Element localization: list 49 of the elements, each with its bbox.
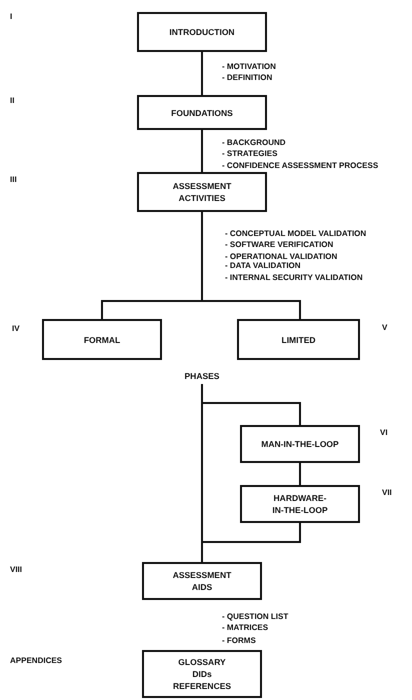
connector-line <box>201 130 203 172</box>
process-box <box>142 562 262 600</box>
box-label: ASSESSMENT ACTIVITIES <box>172 180 232 204</box>
topic-bullet: - INTERNAL SECURITY VALIDATION <box>225 273 363 283</box>
topic-bullet: - FORMS <box>222 636 256 646</box>
connector-line <box>299 463 301 485</box>
topic-bullet: - MATRICES <box>222 623 268 633</box>
process-box <box>137 95 267 130</box>
heading-text: PHASES <box>176 368 228 384</box>
topic-bullet: - CONCEPTUAL MODEL VALIDATION <box>225 229 366 239</box>
topic-bullet: VI <box>380 428 388 438</box>
topic-bullet: - CONFIDENCE ASSESSMENT PROCESS <box>222 161 378 171</box>
process-box <box>240 425 360 463</box>
topic-bullet: III <box>10 175 17 185</box>
connector-line <box>201 523 301 562</box>
box-label: INTRODUCTION <box>169 26 235 38</box>
box-label: LIMITED <box>282 334 316 346</box>
topic-bullet: VII <box>382 488 392 498</box>
topic-bullet: - QUESTION LIST <box>222 612 288 622</box>
process-box <box>240 485 360 523</box>
topic-bullet: VIII <box>10 565 22 575</box>
box-label: DIDs <box>192 668 212 680</box>
process-box <box>137 172 267 212</box>
topic-bullet: II <box>10 96 14 106</box>
box-label: FOUNDATIONS <box>171 106 233 118</box>
box-label: MAN-IN-THE-LOOP <box>261 438 339 450</box>
topic-bullet: I <box>10 12 12 22</box>
connector-line <box>201 384 301 425</box>
box-label: GLOSSARY <box>178 656 226 668</box>
box-label: HARDWARE- IN-THE-LOOP <box>271 492 329 516</box>
topic-bullet: - DATA VALIDATION <box>225 261 301 271</box>
box-label: REFERENCES <box>172 680 232 692</box>
topic-bullet: - OPERATIONAL VALIDATION <box>225 252 338 262</box>
process-box <box>137 12 267 52</box>
connector-line <box>201 52 203 95</box>
box-label: FORMAL <box>84 334 120 346</box>
topic-bullet: - BACKGROUND <box>222 138 286 148</box>
topic-bullet: - DEFINITION <box>222 73 272 83</box>
topic-bullet: V <box>382 323 388 333</box>
topic-bullet: - STRATEGIES <box>222 149 278 159</box>
process-box <box>237 319 360 360</box>
topic-bullet: IV <box>12 324 20 334</box>
topic-bullet: APPENDICES <box>10 656 62 666</box>
box-label: ASSESSMENT AIDS <box>172 569 232 593</box>
process-box <box>142 650 262 698</box>
topic-bullet: - MOTIVATION <box>222 62 276 72</box>
topic-bullet: - SOFTWARE VERIFICATION <box>225 240 334 250</box>
process-box <box>42 319 162 360</box>
connector-line <box>201 212 301 319</box>
